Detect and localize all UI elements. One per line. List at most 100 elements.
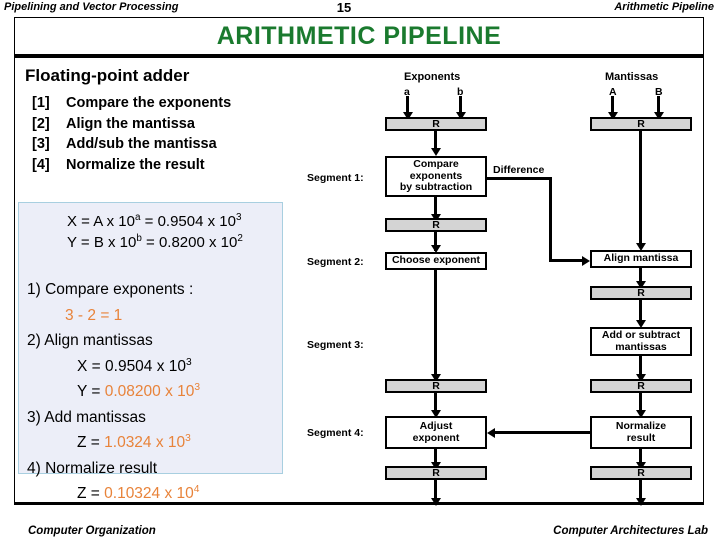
list-item: [4] Normalize the result <box>32 155 231 176</box>
equation-y-mid: = 0.8200 x 10 <box>141 234 238 251</box>
input-line-A <box>611 96 614 116</box>
register-mantissas-input: R <box>590 117 692 131</box>
link-reg-to-addsub <box>639 300 642 325</box>
signal-label-difference: Difference <box>493 164 545 176</box>
link-adjust-to-reg4 <box>434 449 437 467</box>
link-addsub-to-reg <box>639 356 642 379</box>
link-reg2-to-choose <box>434 232 437 251</box>
port-label-B: B <box>655 86 663 98</box>
list-item: [1] Compare the exponents <box>32 93 231 114</box>
worked-step-exp: 3 <box>185 432 191 444</box>
worked-step-value: 3 - 2 = 1 <box>65 306 123 324</box>
worked-step-suffix: x 10 <box>152 357 187 375</box>
footer-right: Computer Architectures Lab <box>553 525 708 537</box>
runhead-left: Pipelining and Vector Processing <box>4 1 179 13</box>
worked-step-prefix: X = <box>77 357 106 375</box>
input-line-a <box>406 96 409 116</box>
worked-step-prefix: Z = <box>77 434 105 451</box>
floating-point-adder-heading: Floating-point adder <box>25 66 190 85</box>
step-text: Align the mantissa <box>66 115 195 132</box>
worked-step-label: 4) Normalize result <box>27 459 158 477</box>
worked-step-value: Z = 1.0324 x 103 <box>27 430 200 456</box>
step-text: Normalize the result <box>66 156 205 173</box>
worked-step-label: 2) Align mantissas <box>27 332 153 349</box>
output-line-exponent <box>434 480 437 502</box>
runhead-right: Arithmetic Pipeline <box>614 1 714 13</box>
page-number: 15 <box>0 0 720 15</box>
list-item: [3] Add/sub the mantissa <box>32 134 231 155</box>
register-exponents-input: R <box>385 117 487 131</box>
input-arrow-A <box>607 112 618 120</box>
register-segment4-mantissa: R <box>590 466 692 480</box>
unit-label-align-mantissa: Align mantissa <box>603 252 679 265</box>
difference-line-horizontal-bottom <box>549 259 586 262</box>
register-segment2-mantissa: R <box>590 286 692 300</box>
input-arrow-a <box>402 112 413 120</box>
equation-y: Y = B x 10b = 0.8200 x 102 <box>67 232 243 253</box>
step-number: [3] <box>32 136 50 152</box>
output-arrow-mantissa <box>635 498 646 506</box>
worked-step-number: 0.9504 <box>105 357 153 375</box>
arrow-reg1-to-compare <box>430 148 441 156</box>
difference-line-horizontal-top <box>487 177 552 180</box>
footer-left: Computer Organization <box>28 525 156 537</box>
worked-step-value: Z = 0.10324 x 104 <box>27 481 200 507</box>
arrow-reg3-to-adjust <box>430 410 441 418</box>
unit-align-mantissa: Align mantissa <box>590 250 692 268</box>
worked-example-box: X = A x 10a = 0.9504 x 103 Y = B x 10b =… <box>18 202 283 502</box>
equation-x: X = A x 10a = 0.9504 x 103 <box>67 211 243 232</box>
link-reg1-to-compare <box>434 131 437 152</box>
input-arrow-b <box>455 112 466 120</box>
worked-step-number: 0.10324 <box>104 485 161 502</box>
worked-step-label: 3) Add mantissas <box>27 408 146 426</box>
title-divider <box>15 54 703 58</box>
worked-step-prefix: Y = <box>77 383 105 400</box>
worked-step-value: Y = 0.08200 x 103 <box>27 379 200 405</box>
link-reg3-to-adjust <box>434 393 437 415</box>
segment-label-1: Segment 1: <box>307 172 364 184</box>
normalize-to-adjust-line <box>495 431 590 434</box>
arrow-reg-to-addsub <box>635 320 646 328</box>
column-heading-exponents: Exponents <box>404 71 461 83</box>
equation-x-lhs-exp: a <box>134 212 141 223</box>
slide-title-bar: ARITHMETIC PIPELINE <box>15 18 703 54</box>
link-mantissa-reg-to-align <box>639 131 642 247</box>
link-align-to-reg <box>639 268 642 286</box>
worked-step-exp: 4 <box>193 483 200 495</box>
equation-y-lhs: Y = B x 10 <box>67 234 137 251</box>
segment-label-2: Segment 2: <box>307 256 364 268</box>
arrow-addsub-to-reg <box>635 374 646 382</box>
difference-arrow-into-align <box>582 255 590 266</box>
worked-step-number: 1.0324 <box>104 434 152 451</box>
bottom-divider <box>14 502 704 505</box>
unit-choose-exponent: Choose exponent <box>385 252 487 270</box>
input-line-B <box>657 96 660 116</box>
worked-step-number: 0.08200 <box>104 383 161 400</box>
adder-steps-list: [1] Compare the exponents [2] Align the … <box>32 93 231 175</box>
equation-x-mid-exp: 3 <box>235 212 242 223</box>
output-arrow-exponent <box>430 498 441 506</box>
arrow-reg-to-normalize <box>635 410 646 418</box>
register-segment4-exponent: R <box>385 466 487 480</box>
equation-x-mid: = 0.9504 x 10 <box>140 213 236 230</box>
link-compare-to-reg2 <box>434 197 437 219</box>
register-segment3-mantissa: R <box>590 379 692 393</box>
input-line-b <box>459 96 462 116</box>
page-title: ARITHMETIC PIPELINE <box>216 21 502 50</box>
difference-line-vertical <box>549 177 552 261</box>
arrow-reg2-to-choose <box>430 245 441 253</box>
step-number: [1] <box>32 95 50 111</box>
worked-step-exp: 3 <box>194 381 201 393</box>
arrow-align-to-reg <box>635 281 646 289</box>
port-label-a: a <box>404 86 410 98</box>
port-label-b: b <box>457 86 464 98</box>
worked-step-label: 1) Compare exponents : <box>27 281 194 298</box>
